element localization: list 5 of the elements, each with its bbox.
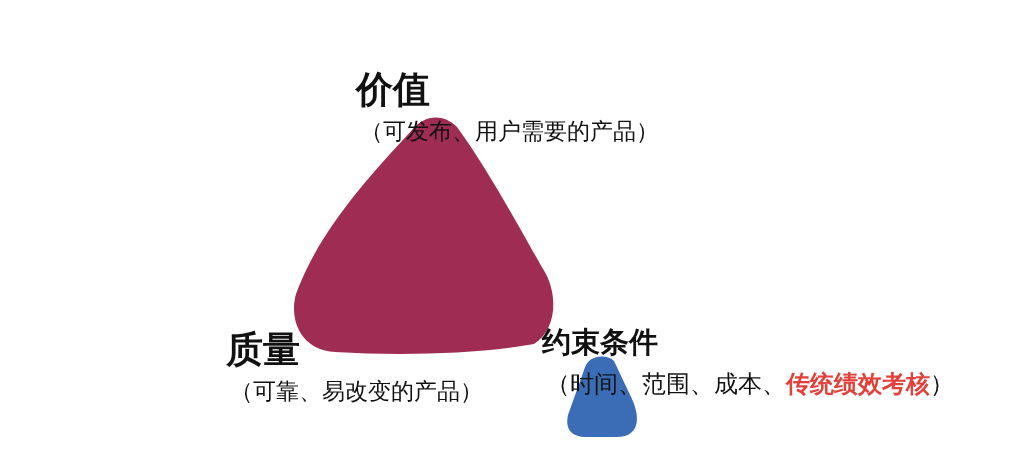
vertex-heading: 约束条件 — [542, 326, 658, 360]
vertex-description: （可靠、易改变的产品） — [230, 378, 483, 405]
vertex-description: （可发布、用户需要的产品） — [360, 118, 659, 145]
vertex-heading: 质量 — [226, 329, 300, 372]
vertex-heading: 价值 — [356, 69, 430, 112]
